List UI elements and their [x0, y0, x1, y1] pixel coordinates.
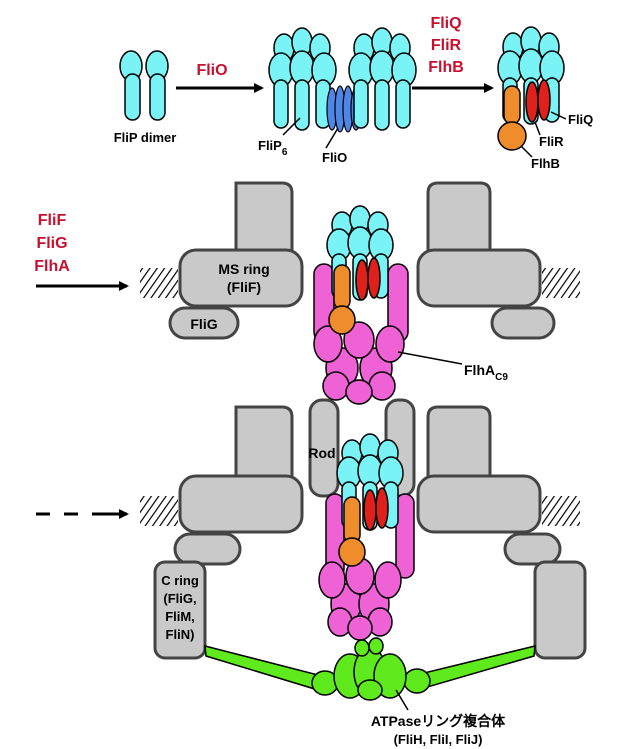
step3-section: Rod C ring (FliG, FliM, FliN): [36, 398, 587, 747]
flig-arrow-label: FliG: [36, 235, 67, 252]
atpase-pointer: [395, 689, 409, 711]
step1-section: FliP dimer FliO: [114, 15, 594, 171]
flhb-pointer: [520, 145, 533, 158]
c-ring-label-4: FliN): [166, 627, 195, 642]
flha-arrow-label: FlhA: [34, 258, 70, 275]
export-gate-complex-row2: [313, 205, 409, 405]
flip6-cluster-right: [348, 27, 417, 131]
flha-label: FlhAC9: [464, 362, 508, 383]
rod-label: Rod: [308, 445, 335, 461]
ms-ring-left: [168, 181, 304, 340]
ms-ring-label-1: MS ring: [218, 261, 269, 277]
export-gate-complex-row3: [318, 433, 415, 641]
basal-body-right: [384, 398, 587, 660]
membrane-right: [542, 268, 580, 298]
flip-dimer: [119, 50, 169, 121]
ms-ring-right: [416, 181, 556, 340]
atpase-label-1: ATPaseリング複合体: [371, 713, 506, 729]
flha-pointer: [397, 351, 463, 365]
flir-label: FliR: [539, 134, 564, 149]
flip6-cluster-left: [268, 27, 337, 131]
fliq-arrow-label: FliQ: [430, 15, 461, 32]
basal-body-left: [153, 398, 340, 660]
flir-arrow-label: FliR: [431, 37, 462, 54]
atpase-complex: [204, 637, 536, 701]
flio-label: FliO: [322, 150, 347, 165]
membrane-right-bottom: [542, 496, 580, 526]
flio-arrow-label: FliO: [196, 62, 227, 79]
atpase-label-2: (FliH, FliI, FliJ): [394, 732, 483, 747]
c-ring-label-2: (FliG,: [163, 591, 196, 606]
flig-label: FliG: [190, 316, 217, 332]
fliq-pointer: [550, 111, 567, 120]
flip-fliqr-flhb-complex: [497, 26, 565, 151]
membrane-left-bottom: [140, 496, 178, 526]
c-ring-label-1: C ring: [161, 573, 199, 588]
membrane-left: [140, 268, 178, 298]
flhb-arrow-label: FlhB: [428, 59, 464, 76]
flir-pointer: [534, 121, 541, 136]
flip6-label: FliP6: [258, 138, 288, 158]
fliq-label: FliQ: [568, 112, 593, 127]
flio-pointer: [325, 127, 339, 149]
flip6-pointer: [282, 117, 301, 136]
c-ring-label-3: FliM,: [165, 609, 195, 624]
step2-section: FliF FliG FlhA MS ring (FliF) FliG: [34, 181, 580, 405]
flip-dimer-label: FliP dimer: [114, 130, 177, 145]
flif-arrow-label: FliF: [38, 212, 67, 229]
ms-ring-label-2: (FliF): [227, 279, 261, 295]
flhb-label: FlhB: [531, 156, 560, 171]
